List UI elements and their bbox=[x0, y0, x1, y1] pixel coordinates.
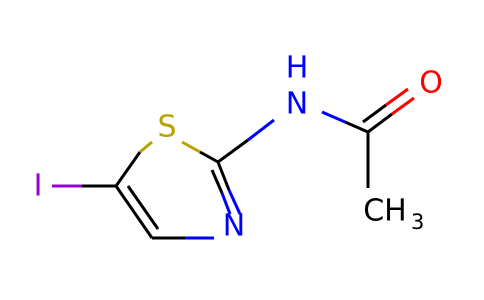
bond-c2-sulfur bbox=[199, 150, 219, 164]
amide-hydrogen-label: H bbox=[286, 51, 309, 86]
sulfur-label: S bbox=[157, 110, 176, 145]
bond-c5-c4 bbox=[114, 185, 154, 239]
bond-amide-n-carbonyl bbox=[321, 110, 346, 124]
bond-c2-amide-n bbox=[217, 138, 249, 164]
bond-c2-n3 bbox=[216, 161, 231, 191]
bond-c5-c4-inner bbox=[126, 185, 160, 230]
atom-labels: I S N H N O CH 3 bbox=[34, 51, 443, 244]
bond-sulfur-c5 bbox=[139, 140, 153, 154]
bond-carbonyl-oxygen-inner bbox=[362, 103, 387, 124]
bond-carbonyl-oxygen bbox=[367, 112, 393, 134]
methyl-subscript-label: 3 bbox=[411, 210, 424, 234]
carbonyl-oxygen-label: O bbox=[419, 66, 443, 101]
bond-oxygen-carbonyl-inner bbox=[385, 87, 409, 107]
bond-n3-c2-inner bbox=[220, 192, 232, 215]
iodine-label: I bbox=[34, 169, 43, 204]
bond-oxygen-carbonyl bbox=[391, 96, 415, 116]
bond-c2-n3-inner bbox=[210, 169, 224, 194]
bond-n3-c2 bbox=[227, 189, 242, 215]
bond-carbonyl-amide-n bbox=[344, 120, 369, 134]
ring-nitrogen-label: N bbox=[223, 209, 245, 244]
bonds bbox=[52, 87, 415, 240]
amide-nitrogen-label: N bbox=[286, 87, 308, 122]
bond-c5-sulfur bbox=[114, 151, 142, 187]
bond-amide-n-c2 bbox=[247, 118, 275, 142]
bond-sulfur-c2 bbox=[181, 140, 201, 154]
methyl-label: CH bbox=[363, 194, 407, 229]
